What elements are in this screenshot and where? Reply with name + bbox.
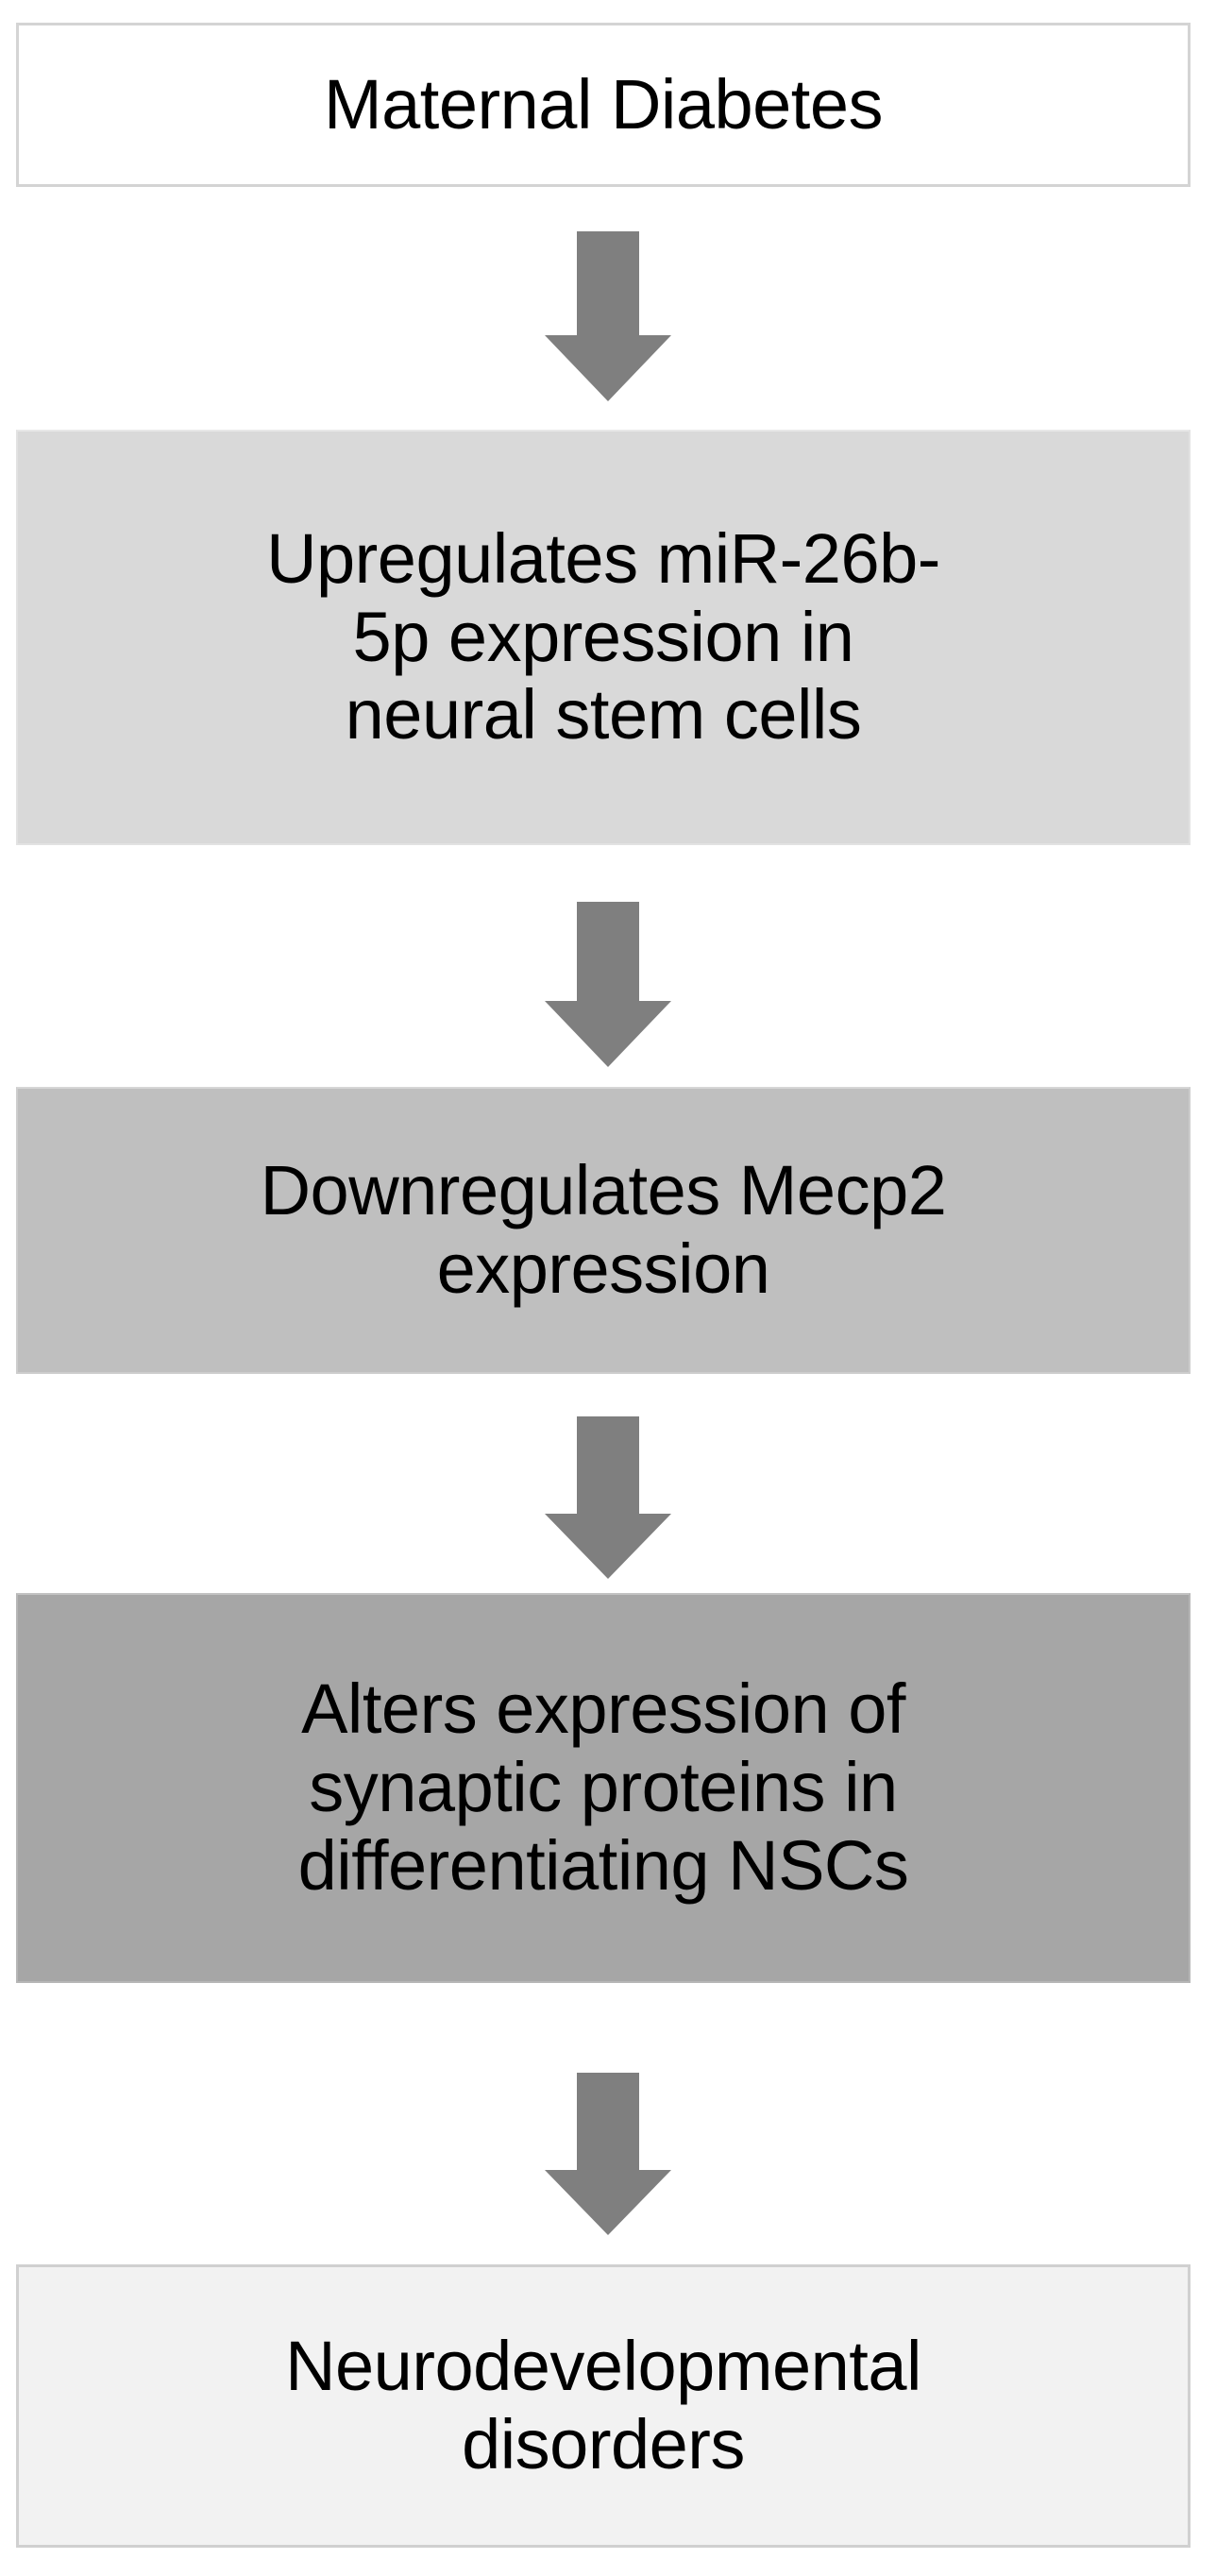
flow-node-label: Upregulates miR-26b- 5p expression in ne…	[266, 518, 940, 754]
down-arrow-icon	[0, 231, 1216, 401]
flow-node-alters-synaptic-proteins: Alters expression of synaptic proteins i…	[16, 1593, 1191, 1983]
flow-node-label: Maternal Diabetes	[323, 64, 884, 144]
flow-node-maternal-diabetes: Maternal Diabetes	[16, 23, 1191, 187]
down-arrow-icon	[0, 1416, 1216, 1579]
down-arrow-icon	[0, 902, 1216, 1067]
flow-node-upregulates-mir-26b-5p: Upregulates miR-26b- 5p expression in ne…	[16, 430, 1191, 845]
flow-node-label: Downregulates Mecp2 expression	[260, 1151, 947, 1308]
flow-node-downregulates-mecp2: Downregulates Mecp2 expression	[16, 1087, 1191, 1374]
flow-node-neurodevelopmental-disorders: Neurodevelopmental disorders	[16, 2264, 1191, 2548]
flow-node-label: Alters expression of synaptic proteins i…	[297, 1669, 909, 1905]
down-arrow-icon	[0, 2073, 1216, 2235]
flow-node-label: Neurodevelopmental disorders	[285, 2327, 921, 2483]
